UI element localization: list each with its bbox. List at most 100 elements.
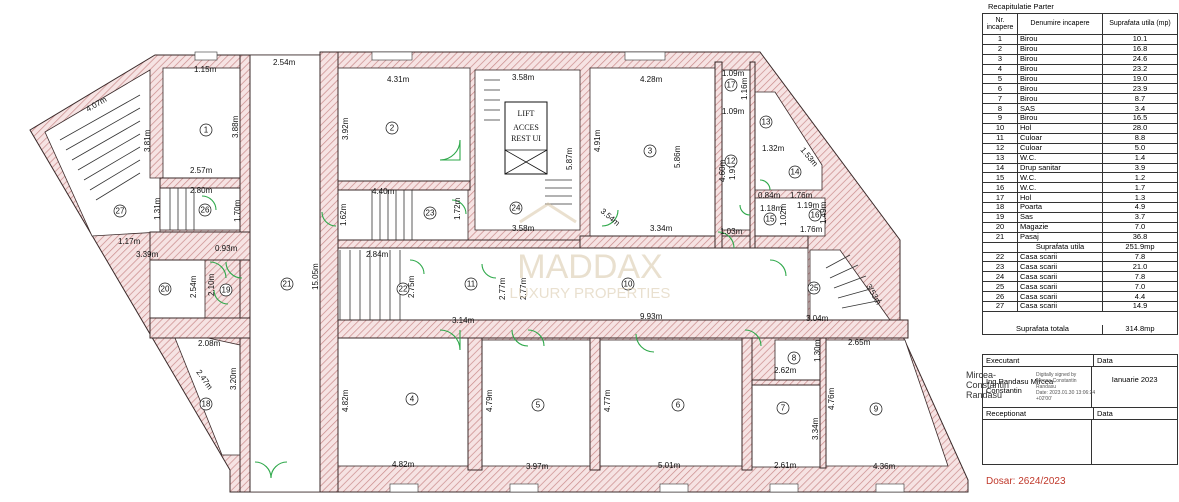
row-name: Magazie <box>1017 221 1103 233</box>
row-name: Birou <box>1017 73 1103 85</box>
dim-label: 1.70m <box>233 199 242 222</box>
svg-text:11: 11 <box>467 280 476 289</box>
dim-label: 2.75m <box>407 275 416 298</box>
row-area: 3.9 <box>1102 162 1178 174</box>
dim-label: 1.31m <box>153 197 162 220</box>
row-area: 28.0 <box>1102 123 1178 134</box>
stamp-line: Randasu <box>1036 384 1057 390</box>
svg-text:17: 17 <box>727 81 736 90</box>
row-number: 11 <box>982 132 1018 144</box>
dim-label: 4.91m <box>593 129 602 152</box>
row-number: 10 <box>982 123 1018 134</box>
dim-label: 1.18m <box>760 204 783 213</box>
dim-label: 4.77m <box>603 389 612 412</box>
svg-text:8: 8 <box>792 354 797 363</box>
header-number: Nr. incapere <box>982 13 1018 35</box>
row-area: 21.0 <box>1102 261 1178 273</box>
dim-label: 1.30m <box>813 339 822 362</box>
row-area: 1.7 <box>1102 182 1178 194</box>
row-area: 7.0 <box>1102 281 1178 293</box>
dim-label: 4.36m <box>873 462 896 471</box>
svg-text:16: 16 <box>811 211 820 220</box>
row-name: Birou <box>1017 43 1103 55</box>
executant-label: Executant <box>983 355 1094 366</box>
total-row: Suprafata totala 314.8mp <box>982 325 1178 335</box>
room-marker: 14 <box>788 165 802 179</box>
dim-label: 2.77m <box>519 277 528 300</box>
svg-text:3: 3 <box>648 147 653 156</box>
row-number: 27 <box>982 301 1018 312</box>
lift-label-1: LIFT <box>518 109 535 118</box>
dim-label: 5.87m <box>565 147 574 170</box>
subtotal-row: Suprafata utila 251.9mp <box>982 241 1178 253</box>
row-name: Birou <box>1017 53 1103 65</box>
dim-label: 1.09m <box>722 107 745 116</box>
row-area: 7.0 <box>1102 221 1178 233</box>
room-marker: 24 <box>509 201 523 215</box>
row-area: 1.3 <box>1102 192 1178 204</box>
dim-label: 4.60m <box>718 159 727 182</box>
dim-label: 1.62m <box>339 203 348 226</box>
row-number: 14 <box>982 162 1018 174</box>
digital-signature-stamp: Digitally signed by Mircea-Constantin Ra… <box>1036 372 1096 402</box>
dimension-labels: 1.15m 2.54m 4.31m 3.58m 4.28m 1.09m 4.07… <box>85 58 896 471</box>
svg-text:1: 1 <box>204 126 209 135</box>
room-marker: 16 <box>808 208 822 222</box>
dim-label: 3.81m <box>143 129 152 152</box>
svg-text:21: 21 <box>283 280 292 289</box>
room-summary-table: Nr. incapere Denumire incapere Suprafata… <box>982 13 1178 335</box>
dim-label: 1.49m <box>819 201 828 224</box>
svg-text:4: 4 <box>410 395 415 404</box>
room-marker: 10 <box>621 277 635 291</box>
row-area: 16.5 <box>1102 113 1178 125</box>
row-area: 10.1 <box>1102 34 1178 45</box>
lift-label-2: ACCES <box>513 123 539 132</box>
row-area: 5.0 <box>1102 142 1178 154</box>
room-marker: 27 <box>113 204 127 218</box>
dim-label: 3.04m <box>806 314 829 323</box>
receptionat-label: Receptionat <box>983 408 1094 419</box>
dim-label: 4.28m <box>640 75 663 84</box>
dim-label: 4.82m <box>341 389 350 412</box>
dim-label: 5.01m <box>658 461 681 470</box>
row-name: Casa scarii <box>1017 301 1103 312</box>
row-name: Casa scarii <box>1017 281 1103 293</box>
row-name: Casa scarii <box>1017 291 1103 303</box>
row-area: 1.2 <box>1102 172 1178 184</box>
watermark-logo: MADDAX LUXURY PROPERTIES <box>510 202 670 302</box>
dim-label: 2.10m <box>207 273 216 296</box>
svg-text:27: 27 <box>116 207 125 216</box>
room-marker: 3 <box>643 144 657 158</box>
row-name: Sas <box>1017 212 1103 223</box>
row-number: 26 <box>982 291 1018 303</box>
svg-text:26: 26 <box>201 206 210 215</box>
row-area: 8.7 <box>1102 93 1178 105</box>
svg-text:23: 23 <box>426 209 435 218</box>
row-area: 3.7 <box>1102 212 1178 223</box>
room-marker: 22 <box>396 282 410 296</box>
dim-label: 3.20m <box>229 367 238 390</box>
row-number: 22 <box>982 251 1018 263</box>
dim-label: 3.34m <box>811 417 820 440</box>
row-name: Birou <box>1017 34 1103 45</box>
total-label: Suprafata totala <box>982 325 1103 335</box>
svg-text:6: 6 <box>676 401 681 410</box>
dim-label: 4.79m <box>485 389 494 412</box>
row-number: 5 <box>982 73 1018 85</box>
dim-label: 1.17m <box>118 237 141 246</box>
doors <box>201 139 787 479</box>
svg-text:25: 25 <box>810 284 819 293</box>
row-number: 6 <box>982 83 1018 95</box>
room-marker: 17 <box>724 78 738 92</box>
dim-label: 1.16m <box>740 77 749 100</box>
